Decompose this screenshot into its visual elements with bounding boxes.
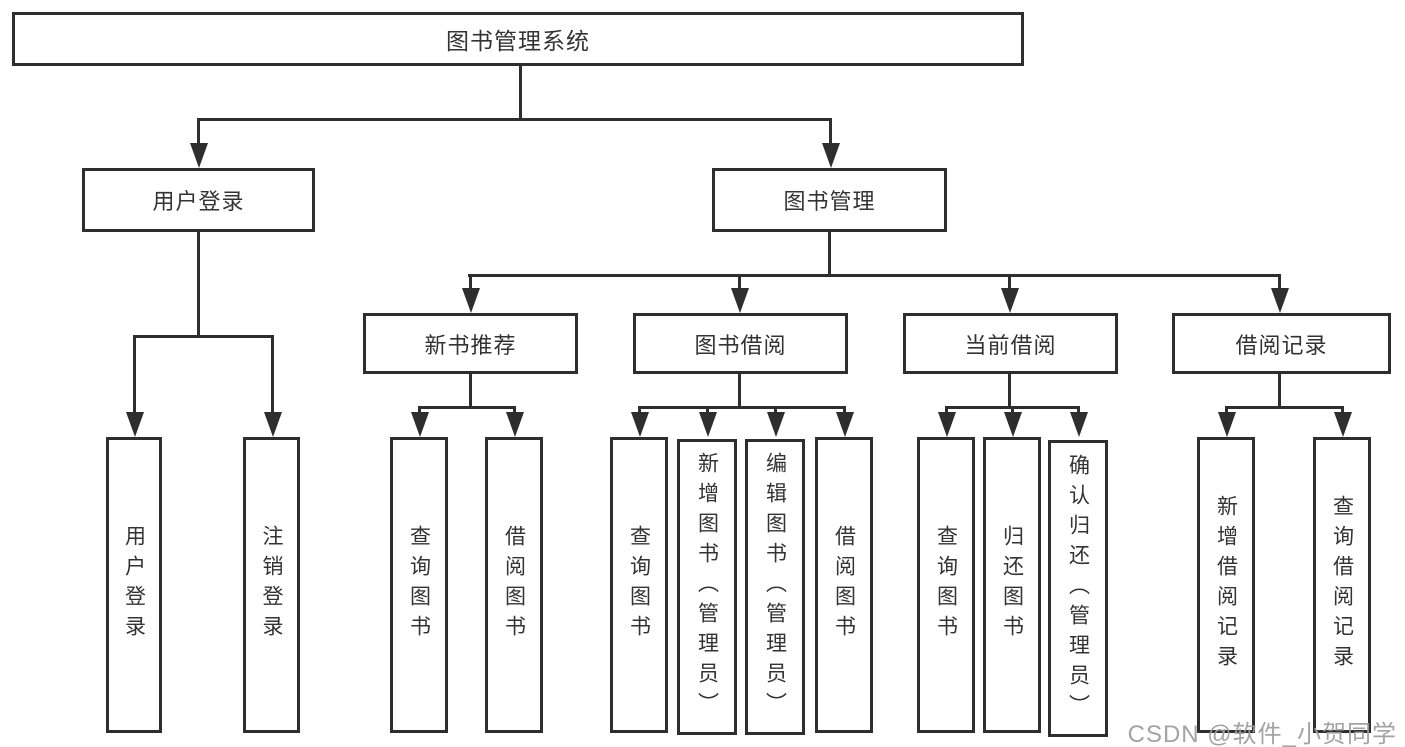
leaf-borrow-books-1: 借阅图书 [485, 437, 543, 733]
leaf-confirm-return-admin: 确认归还（管理员） [1048, 440, 1108, 737]
arrow-down-icon [418, 406, 421, 412]
leaf-return-books-label: 归还图书 [1000, 525, 1024, 645]
leaf-logout: 注销登录 [243, 437, 300, 733]
leaf-borrow-books-2: 借阅图书 [815, 437, 873, 733]
node-user-login-label: 用户登录 [152, 189, 245, 214]
node-book-borrowing-label: 图书借阅 [694, 332, 787, 358]
leaf-query-borrow-record: 查询借阅记录 [1313, 437, 1371, 733]
node-new-book-recommend: 新书推荐 [363, 313, 578, 374]
leaf-query-books-3-label: 查询图书 [934, 525, 958, 645]
leaf-confirm-return-admin-label: 确认归还（管理员） [1066, 453, 1090, 724]
connector-level3-rail [468, 274, 1281, 277]
connector-group2-stub [738, 374, 741, 409]
arrow-down-icon [1011, 406, 1014, 412]
leaf-user-login-label: 用户登录 [122, 525, 146, 645]
node-new-book-recommend-label: 新书推荐 [424, 332, 517, 358]
connector-group1-stub [469, 374, 472, 409]
connector-user-login-stub [197, 232, 200, 338]
watermark: CSDN @软件_小贺同学 [1127, 721, 1397, 747]
node-book-management: 图书管理 [712, 168, 947, 232]
node-user-login: 用户登录 [82, 168, 315, 232]
arrow-down-icon [1008, 274, 1011, 288]
connector-user-login-rail [133, 335, 274, 338]
connector-group2-rail [638, 406, 846, 409]
leaf-logout-label: 注销登录 [260, 525, 283, 645]
leaf-query-borrow-record-label: 查询借阅记录 [1330, 495, 1354, 675]
leaf-edit-book-admin-label: 编辑图书（管理员） [763, 452, 787, 722]
node-current-borrowing: 当前借阅 [903, 313, 1118, 374]
connector-book-mgmt-stub [828, 232, 831, 277]
leaf-query-books-2-label: 查询图书 [627, 525, 651, 645]
arrow-down-icon [133, 335, 136, 412]
leaf-add-borrow-record-label: 新增借阅记录 [1214, 495, 1238, 675]
connector-root-stub [519, 66, 522, 121]
arrow-down-icon [843, 406, 846, 412]
leaf-return-books: 归还图书 [983, 437, 1041, 733]
connector-group4-rail [1225, 406, 1344, 409]
node-library-system-label: 图书管理系统 [446, 28, 590, 54]
leaf-add-borrow-record: 新增借阅记录 [1197, 437, 1255, 733]
node-book-borrowing: 图书借阅 [633, 313, 848, 374]
node-book-management-label: 图书管理 [783, 189, 876, 214]
connector-group4-stub [1278, 374, 1281, 409]
arrow-down-icon [638, 406, 641, 412]
leaf-query-books-1: 查询图书 [390, 437, 448, 733]
leaf-edit-book-admin: 编辑图书（管理员） [745, 439, 805, 735]
connector-group3-stub [1008, 374, 1011, 409]
arrow-down-icon [469, 274, 472, 288]
node-library-system: 图书管理系统 [12, 12, 1024, 66]
arrow-down-icon [513, 406, 516, 412]
arrow-down-icon [706, 406, 709, 412]
arrow-down-icon [1077, 406, 1080, 412]
leaf-query-books-2: 查询图书 [610, 437, 668, 733]
node-borrow-records-label: 借阅记录 [1235, 332, 1328, 358]
arrow-down-icon [271, 335, 274, 412]
leaf-query-books-1-label: 查询图书 [407, 525, 431, 645]
leaf-borrow-books-2-label: 借阅图书 [832, 525, 856, 645]
arrow-down-icon [1225, 406, 1228, 412]
leaf-add-book-admin: 新增图书（管理员） [677, 439, 737, 735]
connector-group1-rail [418, 406, 516, 409]
arrow-down-icon [829, 118, 832, 143]
arrow-down-icon [197, 118, 200, 143]
node-current-borrowing-label: 当前借阅 [964, 332, 1057, 358]
leaf-user-login: 用户登录 [106, 437, 162, 733]
arrow-down-icon [1341, 406, 1344, 412]
node-borrow-records: 借阅记录 [1172, 313, 1391, 374]
leaf-query-books-3: 查询图书 [917, 437, 975, 733]
arrow-down-icon [945, 406, 948, 412]
connector-level2-rail [197, 118, 831, 121]
leaf-borrow-books-1-label: 借阅图书 [502, 525, 526, 645]
arrow-down-icon [1278, 274, 1281, 288]
leaf-add-book-admin-label: 新增图书（管理员） [695, 452, 719, 722]
arrow-down-icon [774, 406, 777, 412]
arrow-down-icon [738, 274, 741, 288]
